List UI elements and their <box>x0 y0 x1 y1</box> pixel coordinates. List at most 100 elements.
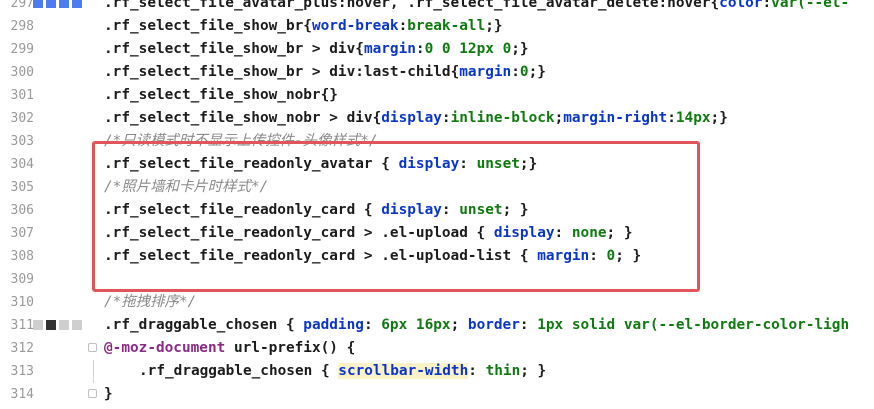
code-token-val: 14px <box>675 110 711 126</box>
code-token-punc: { <box>467 225 494 241</box>
code-line[interactable]: 311 .rf_draggable_chosen { padding: 6px 1… <box>0 314 874 337</box>
line-number: 300 <box>10 65 34 80</box>
code-line[interactable]: 306 .rf_select_file_readonly_card { displ… <box>0 199 874 222</box>
line-number: 311 <box>10 318 34 333</box>
code-token-val: 6px 16px <box>381 317 451 333</box>
code-token-sel: .rf_select_file_show_br > div <box>104 41 356 57</box>
code-text: .rf_select_file_show_br > div:last-child… <box>104 61 546 84</box>
code-token-sel: .rf_select_file_readonly_card <box>104 202 356 218</box>
code-text: .rf_select_file_readonly_avatar { displa… <box>104 153 537 176</box>
code-line[interactable]: 300 .rf_select_file_show_br > div:last-ch… <box>0 61 874 84</box>
code-line[interactable]: 303 /*只读模式时不显示上传控件-头像样式*/ <box>0 130 874 153</box>
code-token-punc: ; <box>450 317 468 333</box>
code-token-punc: : <box>554 225 572 241</box>
code-token-punc: ; <box>554 110 564 126</box>
code-line[interactable]: 307 .rf_select_file_readonly_card > .el-u… <box>0 222 874 245</box>
code-line[interactable]: 313 .rf_draggable_chosen { scrollbar-widt… <box>0 360 874 383</box>
line-number: 302 <box>10 111 34 126</box>
code-token-punc: ; } <box>520 363 547 379</box>
fold-toggle-icon[interactable] <box>86 383 100 406</box>
code-token-punc: ;} <box>485 18 503 34</box>
code-line[interactable]: 297.rf_select_file_avatar_plus:hover, .r… <box>0 0 874 15</box>
code-token-val: unset <box>459 202 503 218</box>
code-token-punc: ; } <box>606 225 633 241</box>
code-token-punc: { <box>372 156 399 172</box>
line-number: 310 <box>10 295 34 310</box>
code-token-val: none <box>571 225 607 241</box>
code-token-sel: .rf_select_file_show_nobr > div <box>104 110 373 126</box>
line-number: 298 <box>10 19 34 34</box>
code-line[interactable]: 309 <box>0 268 874 291</box>
code-token-punc: ;} <box>528 64 546 80</box>
line-number: 303 <box>10 134 34 149</box>
code-token-punc: ;} <box>511 41 529 57</box>
code-token-punc <box>225 340 234 356</box>
fold-toggle-icon[interactable] <box>86 337 100 360</box>
code-token-sel: .rf_select_file_show_nobr <box>104 87 321 103</box>
code-line[interactable]: 304 .rf_select_file_readonly_avatar { dis… <box>0 153 874 176</box>
code-token-prop: display <box>381 202 442 218</box>
line-number: 304 <box>10 157 34 172</box>
line-number: 306 <box>10 203 34 218</box>
fold-guide <box>86 360 100 383</box>
code-token-sel: .rf_select_file_readonly_card > .el-uplo… <box>104 225 468 241</box>
line-number: 301 <box>10 88 34 103</box>
code-token-punc: { <box>710 0 720 11</box>
code-line[interactable]: 310 /*拖拽排序*/ <box>0 291 874 314</box>
code-token-punc: { <box>450 64 460 80</box>
code-line[interactable]: 314} <box>0 383 874 406</box>
code-token-punc: : <box>511 64 520 80</box>
code-text: /*只读模式时不显示上传控件-头像样式*/ <box>104 130 378 153</box>
code-token-val: thin <box>485 363 521 379</box>
code-token-val: 0 <box>606 248 616 264</box>
code-line[interactable]: 312@-moz-document url-prefix() { <box>0 337 874 360</box>
code-text: .rf_draggable_chosen { padding: 6px 16px… <box>104 314 849 337</box>
code-token-sel: .rf_select_file_show_br > div:last-child <box>104 64 451 80</box>
code-text: .rf_draggable_chosen { scrollbar-width: … <box>104 360 546 383</box>
code-token-punc: { <box>303 18 312 34</box>
code-token-punc: : <box>667 110 676 126</box>
code-line[interactable]: 305/*照片墙和卡片时样式*/ <box>0 176 874 199</box>
code-token-com: /*照片墙和卡片时样式*/ <box>104 179 269 195</box>
bookmark-marker-icon <box>33 320 82 330</box>
code-token-punc: : <box>762 0 772 11</box>
code-token-punc: ; } <box>502 202 529 218</box>
code-token-punc: : <box>415 41 425 57</box>
code-token-punc: ; } <box>615 248 642 264</box>
code-token-sel: url-prefix <box>233 340 321 356</box>
code-line[interactable]: 301 .rf_select_file_show_nobr{} <box>0 84 874 107</box>
line-number: 297 <box>10 0 34 11</box>
code-token-prop: margin <box>363 41 416 57</box>
bookmark-marker-icon <box>33 0 82 8</box>
line-number: 312 <box>10 341 34 356</box>
code-line[interactable]: 298 .rf_select_file_show_br{word-break:br… <box>0 15 874 38</box>
code-text: .rf_select_file_show_nobr > div{display:… <box>104 107 728 130</box>
code-line[interactable]: 302 .rf_select_file_show_nobr > div{displ… <box>0 107 874 130</box>
code-token-val: var(--el- <box>771 0 850 11</box>
code-text: .rf_select_file_readonly_card > .el-uplo… <box>104 222 633 245</box>
code-token-punc: : <box>441 202 460 218</box>
code-token-prop: margin <box>537 248 590 264</box>
line-number: 313 <box>10 364 34 379</box>
code-token-punc: { <box>312 363 339 379</box>
code-text: /*照片墙和卡片时样式*/ <box>104 176 268 199</box>
code-token-sel: .rf_select_file_show_br <box>104 18 304 34</box>
code-line[interactable]: 299.rf_select_file_show_br > div{margin:… <box>0 38 874 61</box>
code-text: .rf_select_file_readonly_card { display:… <box>104 199 529 222</box>
code-token-hlprop: scrollbar-width <box>338 363 469 379</box>
code-token-val: 0 0 12px 0 <box>424 41 512 57</box>
code-line[interactable]: 308.rf_select_file_readonly_card > .el-u… <box>0 245 874 268</box>
code-token-sel: .rf_select_file_readonly_card > .el-uplo… <box>104 248 512 264</box>
code-token-punc: { <box>355 202 382 218</box>
code-token-val: unset <box>476 156 520 172</box>
code-text: .rf_select_file_show_br{word-break:break… <box>104 15 503 38</box>
code-text: .rf_select_file_show_nobr{} <box>104 84 338 107</box>
line-number: 309 <box>10 272 34 287</box>
code-token-prop: word-break <box>311 18 399 34</box>
code-token-prop: display <box>398 156 460 172</box>
code-token-punc: { <box>511 248 538 264</box>
line-number: 307 <box>10 226 34 241</box>
code-text: /*拖拽排序*/ <box>104 291 196 314</box>
code-token-punc: : <box>589 248 607 264</box>
